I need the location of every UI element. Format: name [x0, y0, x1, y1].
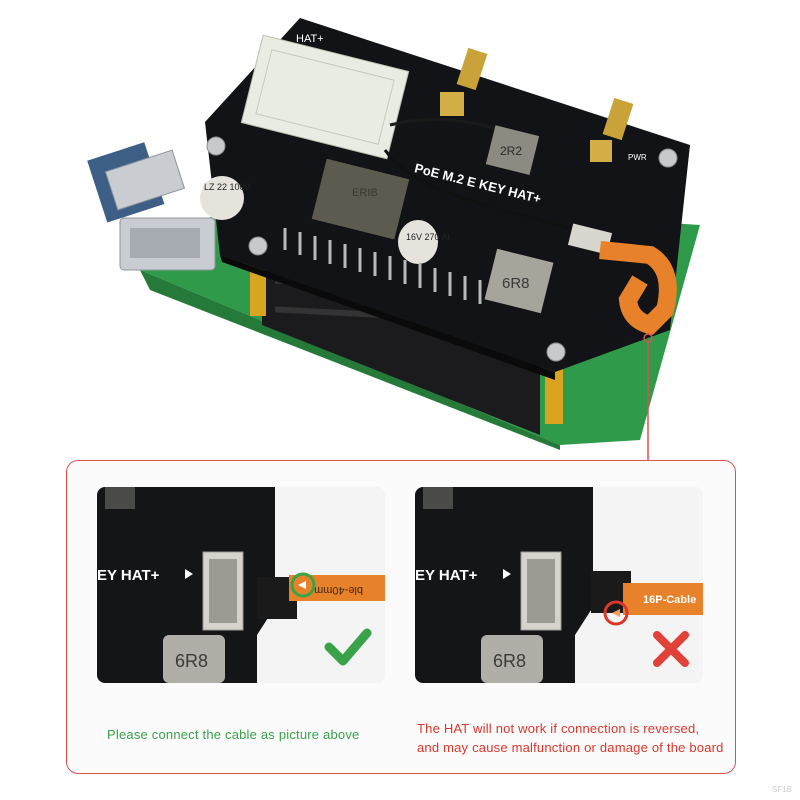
- inductor-label: 6R8: [502, 275, 530, 292]
- antenna-connector: [602, 97, 634, 141]
- warning-line-2: and may cause malfunction or damage of t…: [417, 740, 724, 755]
- orange-cable: [623, 583, 703, 615]
- inductor-6r8: [484, 248, 554, 314]
- incorrect-connection-card: EY HAT+ 6R8 16P-Cable: [415, 487, 703, 683]
- mounting-screw: [206, 136, 678, 362]
- capacitor: [200, 176, 244, 220]
- board-text: EY HAT+: [415, 567, 478, 584]
- capacitor: [398, 220, 438, 264]
- cross-icon: [653, 631, 689, 667]
- capacitor-label: LZ 22 100V: [204, 182, 251, 192]
- module-label: HAT+: [296, 33, 324, 45]
- inductor-label: 2R2: [500, 144, 522, 158]
- watermark: SF1B: [771, 785, 792, 794]
- cable-label: 16P-Cable: [643, 594, 696, 606]
- product-photo: HAT+ ERIB 2R2 6R8 LZ 22 100V 16V 270 At …: [87, 18, 700, 460]
- inductor-6r8: [481, 635, 543, 683]
- pwr-label: PWR: [628, 153, 647, 162]
- connection-guide-panel: EY HAT+ 6R8 ble-40mm EY HAT+ 6R8 16P-C: [66, 460, 736, 774]
- inductor-label: 6R8: [493, 651, 526, 671]
- cable-label: ble-40mm: [314, 584, 363, 596]
- warning-line-1: The HAT will not work if connection is r…: [417, 721, 700, 736]
- inductor-2r2: [485, 125, 540, 175]
- highlight-circle: [603, 600, 629, 626]
- correct-caption: Please connect the cable as picture abov…: [107, 727, 360, 742]
- highlight-circle: [290, 572, 316, 598]
- board-text: EY HAT+: [97, 567, 160, 584]
- antenna-connector: [456, 47, 488, 91]
- capacitor-label: 16V 270 At: [406, 232, 451, 242]
- check-icon: [324, 628, 372, 666]
- svg-text:ERIB: ERIB: [352, 187, 378, 199]
- wifi-module: [240, 34, 410, 160]
- ribbon-cable: [599, 241, 677, 335]
- inductor-6r8: [163, 635, 225, 683]
- inductor-label: 6R8: [175, 651, 208, 671]
- warning-caption: The HAT will not work if connection is r…: [417, 719, 724, 757]
- pin-header: [283, 228, 482, 304]
- power-inductor: [311, 158, 410, 240]
- correct-connection-card: EY HAT+ 6R8 ble-40mm: [97, 487, 385, 683]
